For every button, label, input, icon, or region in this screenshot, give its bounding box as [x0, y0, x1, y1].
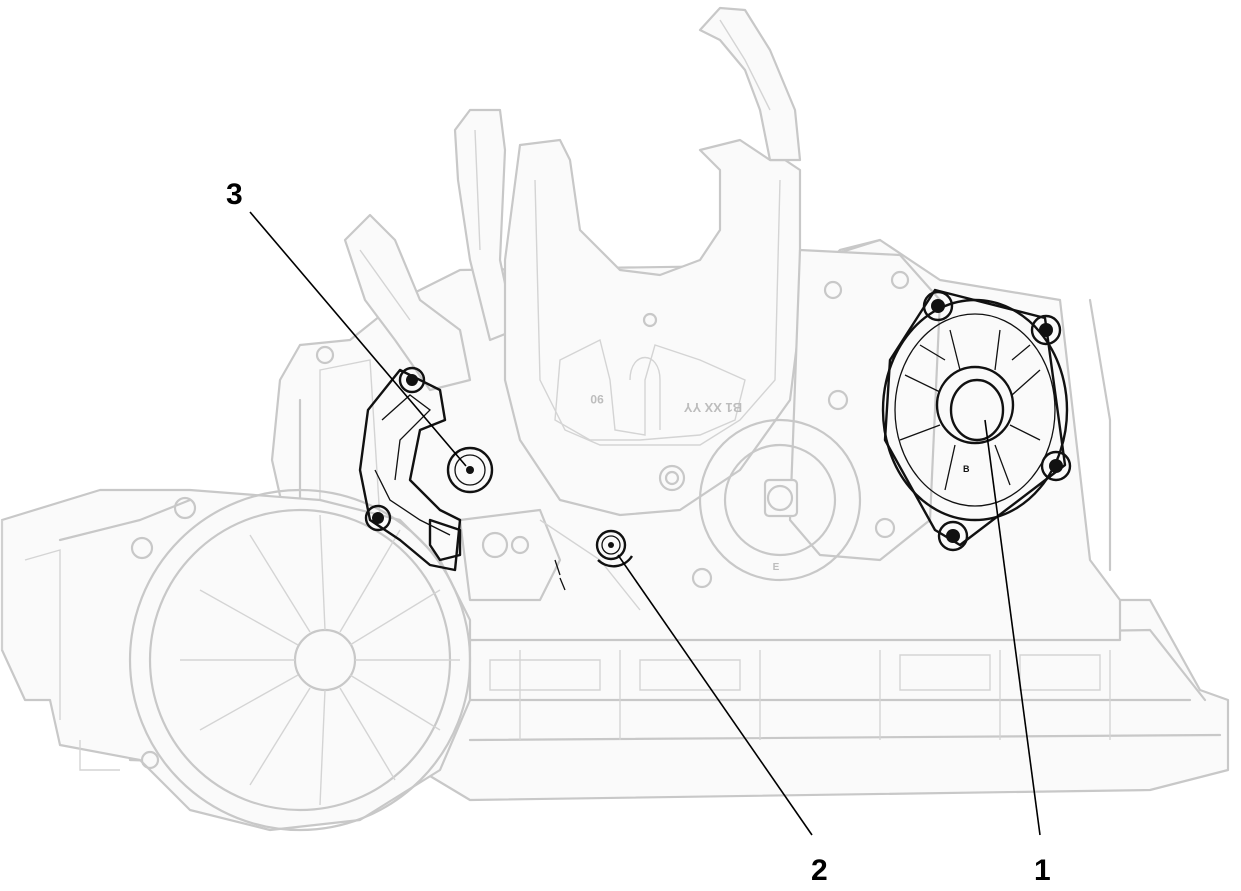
callout-1: 1	[1034, 854, 1051, 887]
part-3-actuator	[358, 366, 494, 572]
part-1-flange-cover: B	[881, 288, 1072, 552]
flange-letter-b: B	[963, 464, 970, 474]
leader-line-2	[617, 554, 813, 836]
callout-3: 3	[226, 178, 243, 211]
leader-line-3	[249, 211, 467, 467]
housing-part-code: B1 XX YY	[684, 400, 743, 415]
transmission-housing	[0, 6, 1230, 832]
leader-line-1	[984, 419, 1041, 836]
callout-2: 2	[811, 854, 828, 887]
housing-letter-e: E	[773, 562, 780, 573]
part-2-plug	[554, 529, 634, 591]
housing-number: 90	[590, 392, 604, 406]
